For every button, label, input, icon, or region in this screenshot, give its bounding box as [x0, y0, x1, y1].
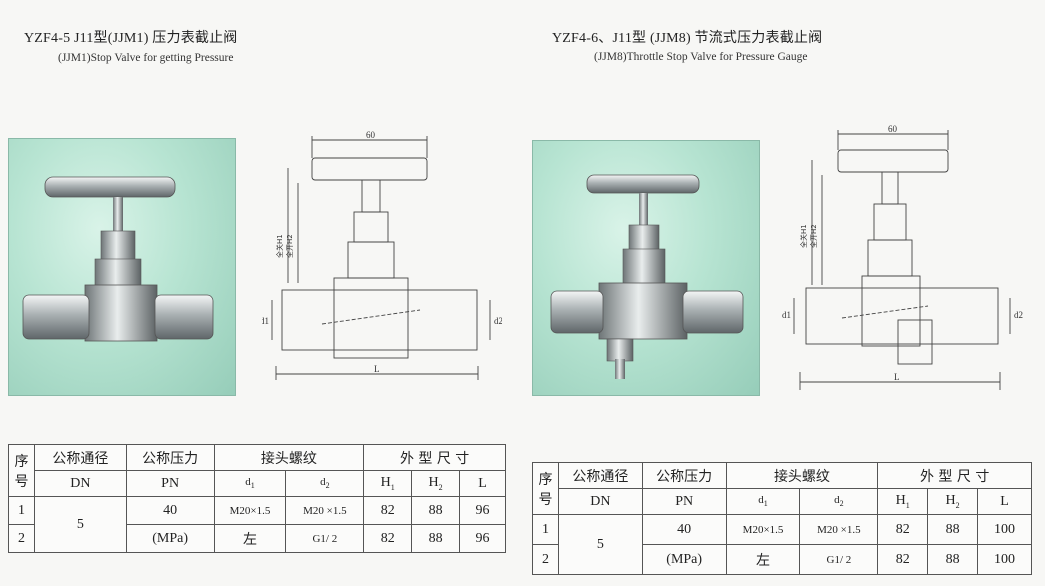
- left-th-h1: H1: [363, 470, 413, 497]
- left-pn-bottom: (MPa): [125, 524, 215, 553]
- left-th-d1: d1: [213, 470, 287, 497]
- right-dim-h1: 全关H1: [799, 224, 808, 248]
- right-th-d2: d2: [799, 488, 879, 515]
- right-dn-value: 5: [557, 514, 643, 575]
- right-th-thread: 接头螺纹: [725, 462, 879, 489]
- stop-valve-image: [22, 176, 214, 342]
- right-th-pn: PN: [641, 488, 727, 515]
- right-th-d1: d1: [725, 488, 801, 515]
- left-th-seq: 序号: [8, 444, 35, 497]
- left-th-dn-cn: 公称通径: [33, 444, 127, 471]
- right-technical-drawing: 60 d1 d2 L 全关H1 全开H2: [782, 124, 1023, 390]
- left-dn-value: 5: [33, 496, 127, 553]
- left-th-dn: DN: [33, 470, 127, 497]
- right-th-shape: 外 型 尺 寸: [877, 462, 1032, 489]
- right-subtitle: (JJM8)Throttle Stop Valve for Pressure G…: [594, 51, 808, 63]
- left-th-pn: PN: [125, 470, 215, 497]
- left-dim-L: L: [374, 364, 380, 374]
- right-pn-top: 40: [641, 514, 727, 545]
- right-th-pn-cn: 公称压力: [641, 462, 727, 489]
- left-valve-photo: [8, 138, 236, 396]
- left-th-shape: 外 型 尺 寸: [363, 444, 506, 471]
- table-row: 2 (MPa) 左 G1/ 2 82 88 96: [8, 524, 506, 553]
- left-technical-drawing: 60 d1 d2 L 全关H1 全开H2: [262, 130, 502, 380]
- right-th-h2: H2: [927, 488, 979, 515]
- right-th-L: L: [977, 488, 1032, 515]
- left-dim-d2: d2: [494, 316, 502, 326]
- left-th-h2: H2: [411, 470, 461, 497]
- left-spec-table: 序号 公称通径 公称压力 接头螺纹 外 型 尺 寸 DN PN d1 d2 H1…: [8, 444, 506, 553]
- left-dim-h2: 全开H2: [285, 234, 294, 258]
- table-row: 2 (MPa) 左 G1/ 2 82 88 100: [532, 544, 1032, 575]
- left-dim-60: 60: [366, 130, 376, 140]
- right-dim-d2: d2: [1014, 310, 1023, 320]
- right-th-h1: H1: [877, 488, 929, 515]
- right-dim-60: 60: [888, 124, 898, 134]
- right-spec-table: 序号 公称通径 公称压力 接头螺纹 外 型 尺 寸 DN PN d1 d2 H1…: [532, 462, 1032, 575]
- throttle-valve-image: [550, 174, 744, 379]
- left-pn-top: 40: [125, 496, 215, 525]
- table-row: 1 5 40 M20×1.5 M20 ×1.5 82 88 100: [532, 514, 1032, 575]
- right-dim-d1: d1: [782, 310, 791, 320]
- right-title: YZF4-6、J11型 (JJM8) 节流式压力表截止阀: [552, 31, 823, 46]
- right-dim-h2: 全开H2: [809, 224, 818, 248]
- left-th-d2: d2: [285, 470, 365, 497]
- left-th-L: L: [459, 470, 506, 497]
- left-th-thread: 接头螺纹: [213, 444, 365, 471]
- right-th-dn-cn: 公称通径: [557, 462, 643, 489]
- right-pn-bottom: (MPa): [641, 544, 727, 575]
- left-subtitle: (JJM1)Stop Valve for getting Pressure: [58, 52, 234, 64]
- right-dim-L: L: [894, 372, 900, 382]
- left-dim-h1: 全关H1: [275, 234, 284, 258]
- left-title: YZF4-5 J11型(JJM1) 压力表截止阀: [24, 31, 238, 46]
- left-dim-d1: d1: [262, 316, 269, 326]
- right-valve-photo: [532, 140, 760, 396]
- right-th-dn: DN: [557, 488, 643, 515]
- left-th-pn-cn: 公称压力: [125, 444, 215, 471]
- table-row: 1 5 40 M20×1.5 M20 ×1.5 82 88 96: [8, 496, 506, 553]
- right-th-seq: 序号: [532, 462, 559, 515]
